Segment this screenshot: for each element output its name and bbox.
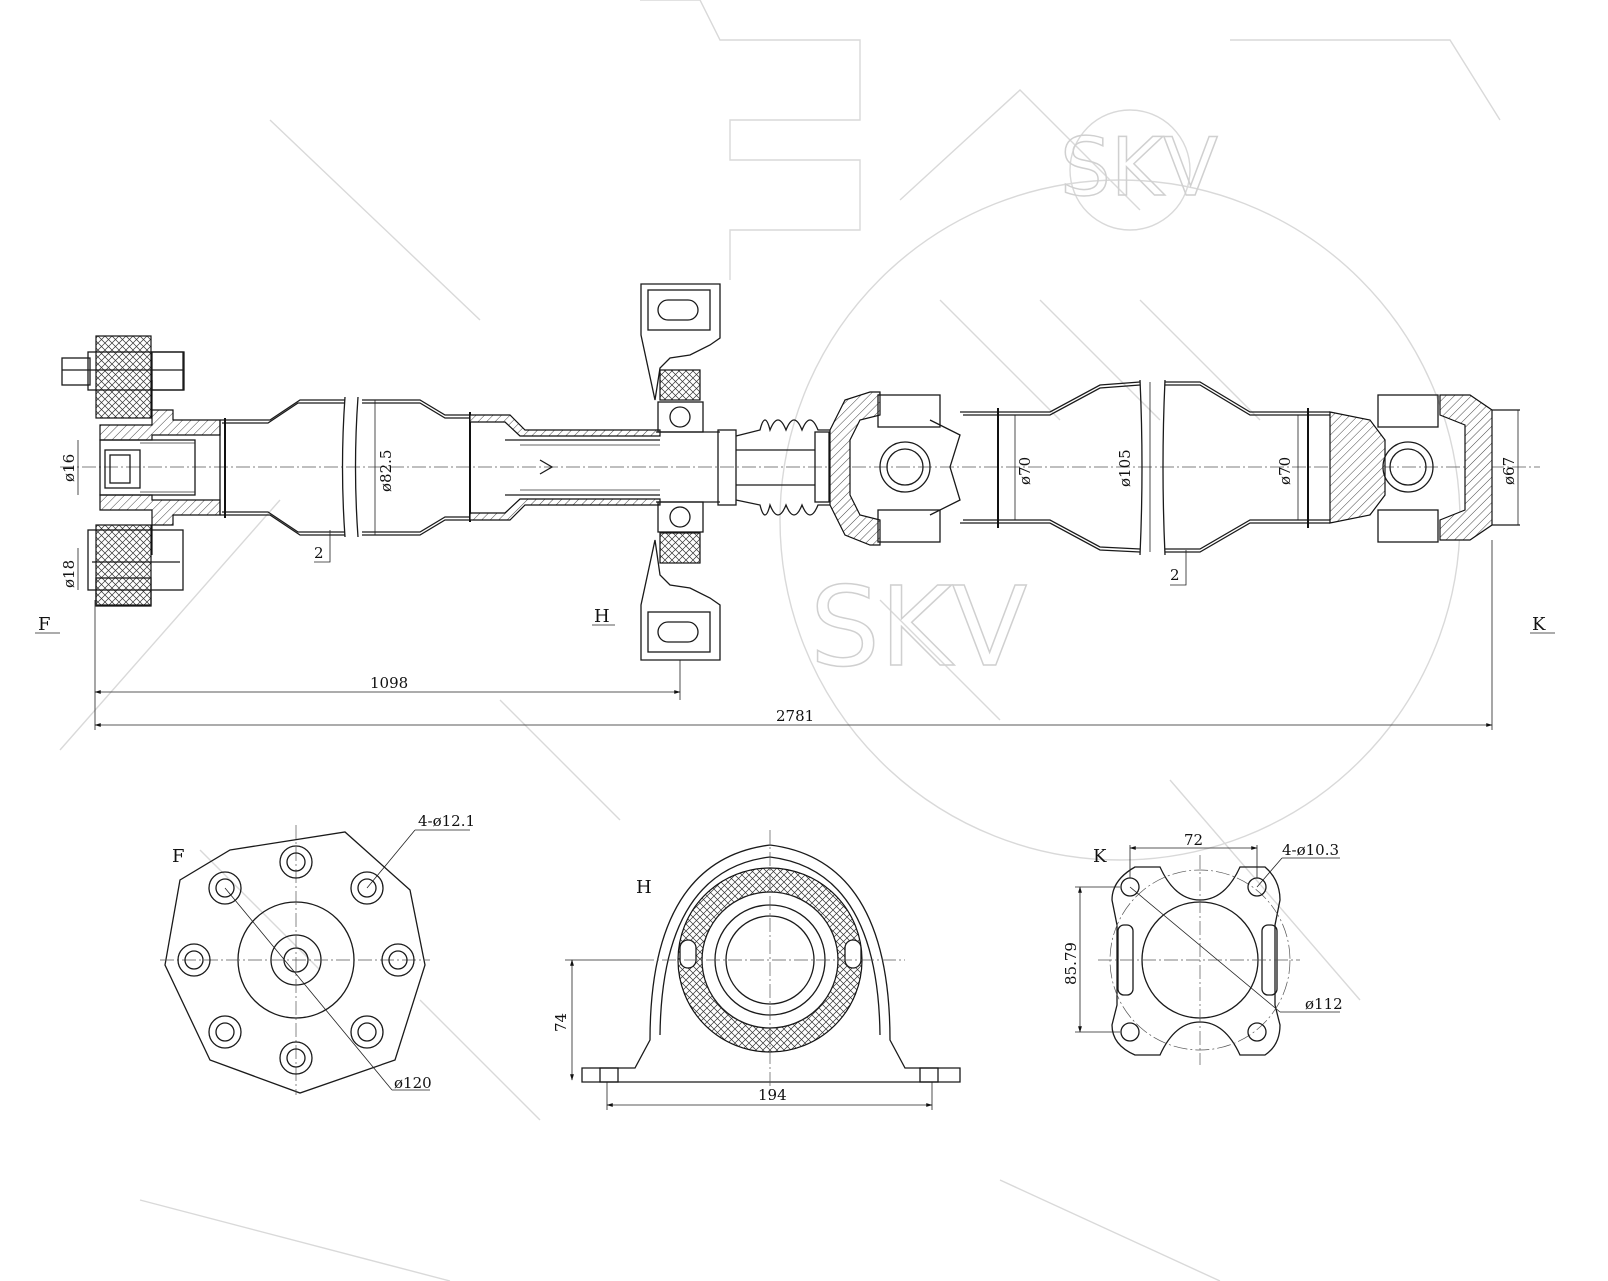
view-h-height: 74 xyxy=(552,1013,570,1032)
view-k-hole-spacing: 72 xyxy=(1184,831,1203,849)
view-k-end-flange: K 72 4-ø10.3 85.79 ø112 xyxy=(1062,831,1343,1065)
dim-flange-bore: ø16 xyxy=(60,454,78,482)
dimension-lines xyxy=(35,382,1555,730)
front-flex-coupling xyxy=(61,335,185,607)
watermark-logo-center: SKV xyxy=(810,563,1027,691)
dim-flange-bolt: ø18 xyxy=(60,560,78,588)
dim-overall-length: 2781 xyxy=(776,707,814,725)
view-h-bearing-bracket: H 74 194 xyxy=(552,830,961,1110)
view-k-label: K xyxy=(1093,846,1107,867)
front-tube xyxy=(219,396,471,538)
label-section-h: H xyxy=(594,606,610,627)
view-k-hole-callout: 4-ø10.3 xyxy=(1282,841,1339,859)
view-f-diameter: ø120 xyxy=(394,1074,432,1092)
label-section-k: K xyxy=(1532,614,1546,635)
main-shaft-view: F H K ø16 ø18 ø82.5 2 ø70 ø105 ø70 ø67 2… xyxy=(35,283,1555,730)
dim-length-to-bearing: 1098 xyxy=(370,674,408,692)
view-h-label: H xyxy=(636,877,652,898)
view-k-vertical-spacing: 85.79 xyxy=(1062,942,1080,985)
front-flange xyxy=(99,380,221,555)
view-f-label: F xyxy=(172,846,185,867)
view-f-flex-disc: F 4-ø12.1 ø120 xyxy=(160,812,475,1095)
label-section-f: F xyxy=(38,614,51,635)
dim-wall-front: 2 xyxy=(314,544,324,562)
dim-tube-rear: ø105 xyxy=(1116,449,1134,487)
dim-tube-front: ø82.5 xyxy=(377,450,395,492)
universal-joint-rear xyxy=(1329,394,1520,543)
dim-end-flange: ø67 xyxy=(1500,457,1518,485)
view-f-bolt-heads xyxy=(177,845,415,1075)
dim-tube-joint-b: ø70 xyxy=(1276,457,1294,485)
view-f-hole-callout: 4-ø12.1 xyxy=(418,812,475,830)
dim-tube-joint-a: ø70 xyxy=(1016,457,1034,485)
rear-tube xyxy=(960,379,1330,556)
universal-joint-front xyxy=(829,391,961,546)
dim-wall-rear: 2 xyxy=(1170,566,1180,584)
view-k-bolt-circle: ø112 xyxy=(1305,995,1343,1013)
view-h-width: 194 xyxy=(758,1086,787,1104)
watermark-logo-top: SKV xyxy=(1060,121,1218,214)
slip-yoke xyxy=(469,414,661,521)
cv-boot xyxy=(717,419,830,516)
center-bearing xyxy=(640,283,721,661)
